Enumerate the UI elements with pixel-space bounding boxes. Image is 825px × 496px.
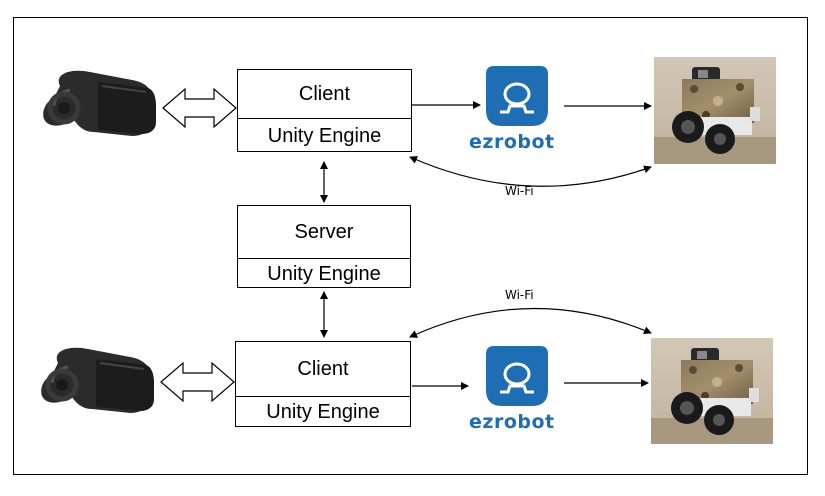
client-box-top: Client Unity Engine [237,69,412,152]
double-block-arrow-bottom [160,361,235,403]
ezrobot-logo-text-bottom: ezrobot [469,411,555,433]
wifi-label-top: Wi-Fi [505,184,534,198]
vr-headset-icon [43,70,156,136]
client-label: Client [298,82,351,105]
unity-engine-label: Unity Engine [236,396,410,428]
unity-engine-label: Unity Engine [238,118,411,153]
diagram-frame [13,17,808,475]
vr-headset-icon [41,347,154,413]
server-label: Server [294,220,354,243]
ezrobot-logo-icon [486,66,548,126]
wifi-arc-top [409,156,652,187]
ezrobot-logo-icon [486,346,548,406]
wifi-label-bottom: Wi-Fi [505,288,534,302]
server-box: Server Unity Engine [237,205,411,288]
double-block-arrow-top [162,87,237,129]
unity-engine-label: Unity Engine [238,258,410,289]
client-box-bottom: Client Unity Engine [235,341,411,427]
ezrobot-logo-text-top: ezrobot [469,131,555,153]
robot-photo [654,57,776,164]
client-label: Client [297,357,349,380]
wifi-arc-bottom [409,307,652,338]
robot-photo [651,338,773,444]
